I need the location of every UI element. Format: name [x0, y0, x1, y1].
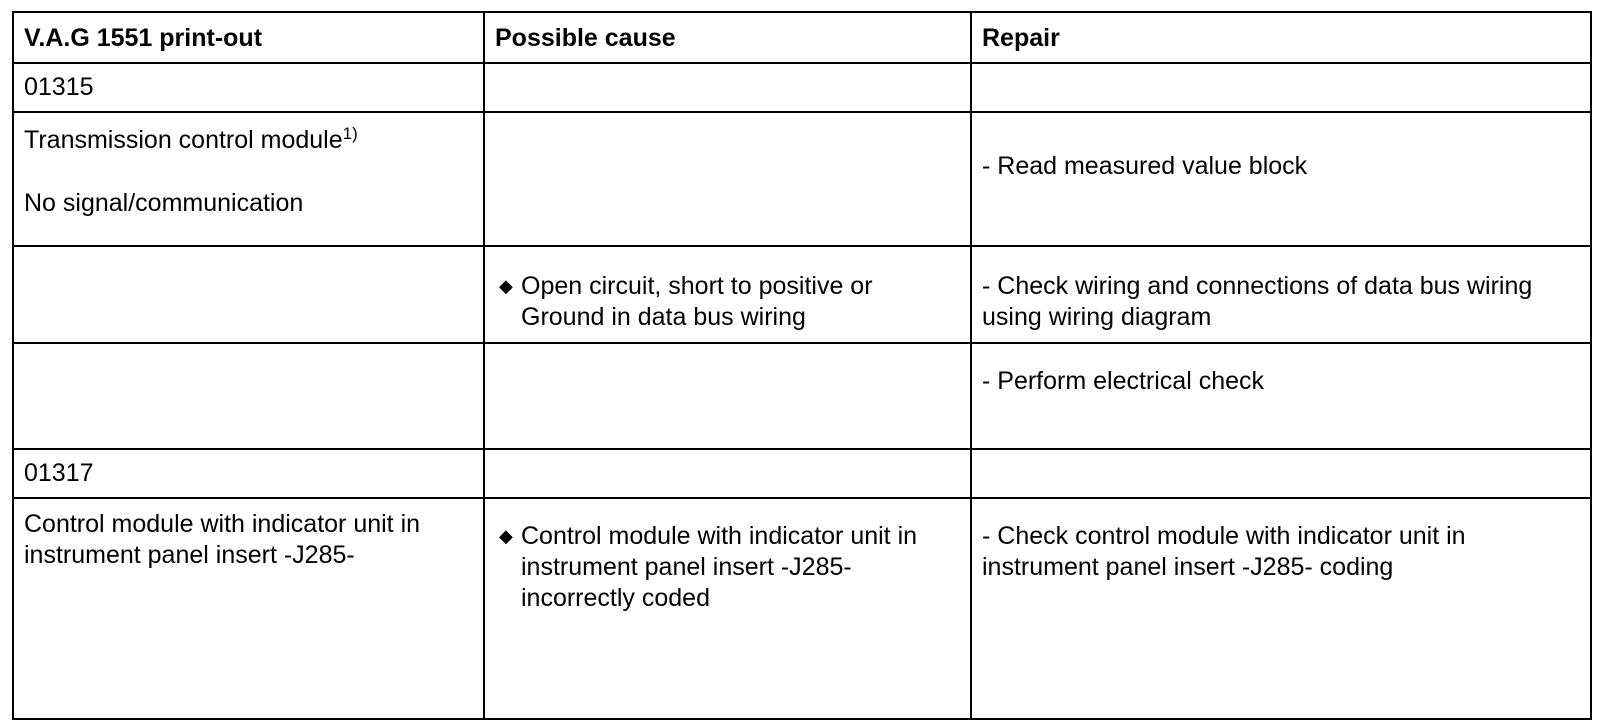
fault-code-table: V.A.G 1551 print-out Possible cause Repa…	[12, 11, 1592, 720]
header-repair: Repair	[970, 11, 1592, 64]
table-header-row: V.A.G 1551 print-out Possible cause Repa…	[12, 11, 1592, 64]
table-row: Transmission control module1) No signal/…	[12, 111, 1592, 247]
printout-cell: Transmission control module1) No signal/…	[12, 111, 485, 247]
repair-cell: - Check control module with indicator un…	[970, 497, 1592, 720]
printout-line-2: No signal/communication	[24, 189, 304, 217]
cause-cell: ◆ Open circuit, short to positive or Gro…	[483, 245, 972, 344]
printout-line-1: Transmission control module1)	[24, 124, 358, 154]
repair-cell: - Perform electrical check	[970, 342, 1592, 450]
repair-cell: - Read measured value block	[970, 111, 1592, 247]
diamond-bullet-icon: ◆	[499, 276, 513, 296]
table-row: 01317	[12, 448, 1592, 499]
cause-cell	[483, 342, 972, 450]
cause-bullet-item: ◆ Open circuit, short to positive or Gro…	[495, 271, 960, 333]
cause-cell	[483, 111, 972, 247]
cause-cell	[483, 62, 972, 113]
header-printout: V.A.G 1551 print-out	[12, 11, 485, 64]
fault-code-cell: 01317	[12, 448, 485, 499]
table-row: Control module with indicator unit in in…	[12, 497, 1592, 720]
repair-text: - Read measured value block	[982, 152, 1308, 180]
table-row: ◆ Open circuit, short to positive or Gro…	[12, 245, 1592, 344]
repair-cell	[970, 62, 1592, 113]
printout-cell: Control module with indicator unit in in…	[12, 497, 485, 720]
page: V.A.G 1551 print-out Possible cause Repa…	[12, 11, 1592, 720]
footnote-marker: 1)	[342, 124, 358, 143]
repair-cell	[970, 448, 1592, 499]
table-row: - Perform electrical check	[12, 342, 1592, 450]
diamond-bullet-icon: ◆	[499, 526, 513, 546]
fault-code-cell: 01315	[12, 62, 485, 113]
header-possible-cause: Possible cause	[483, 11, 972, 64]
printout-cell	[12, 245, 485, 344]
table-row: 01315	[12, 62, 1592, 113]
cause-bullet-item: ◆ Control module with indicator unit in …	[495, 521, 960, 614]
cause-cell	[483, 448, 972, 499]
repair-cell: - Check wiring and connections of data b…	[970, 245, 1592, 344]
cause-text: Open circuit, short to positive or Groun…	[521, 272, 873, 331]
repair-text: - Perform electrical check	[982, 367, 1265, 395]
cause-cell: ◆ Control module with indicator unit in …	[483, 497, 972, 720]
cause-text: Control module with indicator unit in in…	[521, 522, 918, 612]
printout-cell	[12, 342, 485, 450]
